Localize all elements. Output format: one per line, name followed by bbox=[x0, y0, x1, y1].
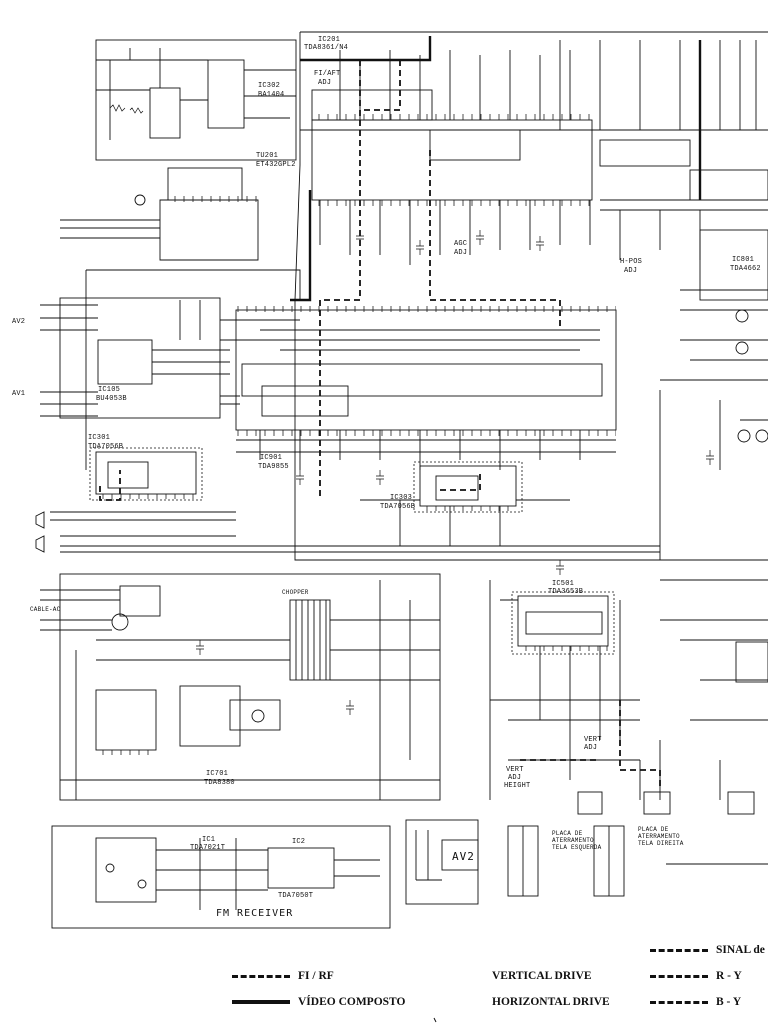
agc-label: AGC bbox=[454, 240, 468, 248]
legend-fi-rf-text: FI / RF bbox=[298, 970, 334, 982]
vert-height-label-1: VERT bbox=[506, 766, 524, 774]
agc-adj-label: ADJ bbox=[454, 249, 468, 257]
ic303-name: IC303 bbox=[390, 494, 413, 502]
legend-fi-rf: FI / RF bbox=[232, 970, 334, 982]
vert-adj-label-2: ADJ bbox=[584, 744, 598, 752]
av2-input-label: AV2 bbox=[12, 318, 26, 326]
ic303-part: TDA7056B bbox=[380, 503, 416, 511]
legend-fi-rf-swatch bbox=[232, 974, 290, 978]
ic2-name: IC2 bbox=[292, 838, 306, 846]
ic701-name: IC701 bbox=[206, 770, 229, 778]
legend-b-y: B - Y bbox=[650, 996, 741, 1008]
ic501-name: IC501 bbox=[552, 580, 575, 588]
ic301-part: TDA7056B bbox=[88, 443, 124, 451]
placa-dir-line2: ATERRAMENTO bbox=[638, 833, 680, 840]
tu201-part: ET432GPL2 bbox=[256, 161, 296, 169]
ic501-part: TDA3653B bbox=[548, 588, 584, 596]
placa-dir-line1: PLACA DE bbox=[638, 826, 669, 833]
fi-aft-label: FI/AFT bbox=[314, 70, 341, 78]
hpos-adj-label: ADJ bbox=[624, 267, 638, 275]
legend-r-y: R - Y bbox=[650, 970, 742, 982]
ic801-part: TDA4662 bbox=[730, 265, 761, 273]
hpos-label: H-POS bbox=[620, 258, 643, 266]
ic2-part: TDA7050T bbox=[278, 892, 314, 900]
ic201-part: TDA8361/N4 bbox=[304, 44, 349, 52]
legend-video-text: VÍDEO COMPOSTO bbox=[298, 996, 406, 1008]
tu201-name: TU201 bbox=[256, 152, 279, 160]
legend-sinal-swatch bbox=[650, 948, 708, 952]
legend-r-y-text: R - Y bbox=[716, 970, 742, 982]
ic901-part: TDA9855 bbox=[258, 463, 289, 471]
legend-b-y-text: B - Y bbox=[716, 996, 742, 1008]
ic701-part: TDA8380 bbox=[204, 779, 235, 787]
legend-sinal-text: SINAL de bbox=[716, 944, 765, 956]
legend-r-y-swatch bbox=[650, 974, 708, 978]
ic105-part: BU4053B bbox=[96, 395, 127, 403]
placa-esq-line2: ATERRAMENTO bbox=[552, 837, 594, 844]
vert-height-label-2: ADJ bbox=[508, 774, 522, 782]
ic1-name: IC1 bbox=[202, 836, 216, 844]
fm-receiver-title: FM RECEIVER bbox=[216, 908, 294, 919]
placa-esq-line3: TELA ESQUERDA bbox=[552, 844, 602, 851]
ic302-name: IC302 bbox=[258, 82, 281, 90]
chopper-label: CHOPPER bbox=[282, 589, 309, 596]
ic105-name: IC105 bbox=[98, 386, 121, 394]
ic801-name: IC801 bbox=[732, 256, 755, 264]
legend-horizontal-drive: HORIZONTAL DRIVE bbox=[492, 996, 610, 1008]
legend-vertical-drive: VERTICAL DRIVE bbox=[492, 970, 592, 982]
placa-esq-line1: PLACA DE bbox=[552, 830, 583, 837]
ic301-name: IC301 bbox=[88, 434, 111, 442]
cable-ac-label: CABLE-AC bbox=[30, 606, 61, 613]
ic1-part: TDA7021T bbox=[190, 844, 226, 852]
fi-aft-adj-label: ADJ bbox=[318, 79, 332, 87]
legend-video-composto: VÍDEO COMPOSTO bbox=[232, 996, 405, 1008]
legend-b-y-swatch bbox=[650, 1000, 708, 1004]
ic201-name: IC201 bbox=[318, 36, 341, 44]
ic901-name: IC901 bbox=[260, 454, 283, 462]
av1-input-label: AV1 bbox=[12, 390, 26, 398]
legend-video-swatch bbox=[232, 1000, 290, 1004]
legend-sinal: SINAL de bbox=[650, 944, 765, 956]
ic302-part: BA1404 bbox=[258, 91, 285, 99]
placa-dir-line3: TELA DIREITA bbox=[638, 840, 684, 847]
vert-height-label-3: HEIGHT bbox=[504, 782, 531, 790]
av2-board-title: AV2 bbox=[452, 850, 475, 863]
vert-adj-label: VERT bbox=[584, 736, 602, 744]
